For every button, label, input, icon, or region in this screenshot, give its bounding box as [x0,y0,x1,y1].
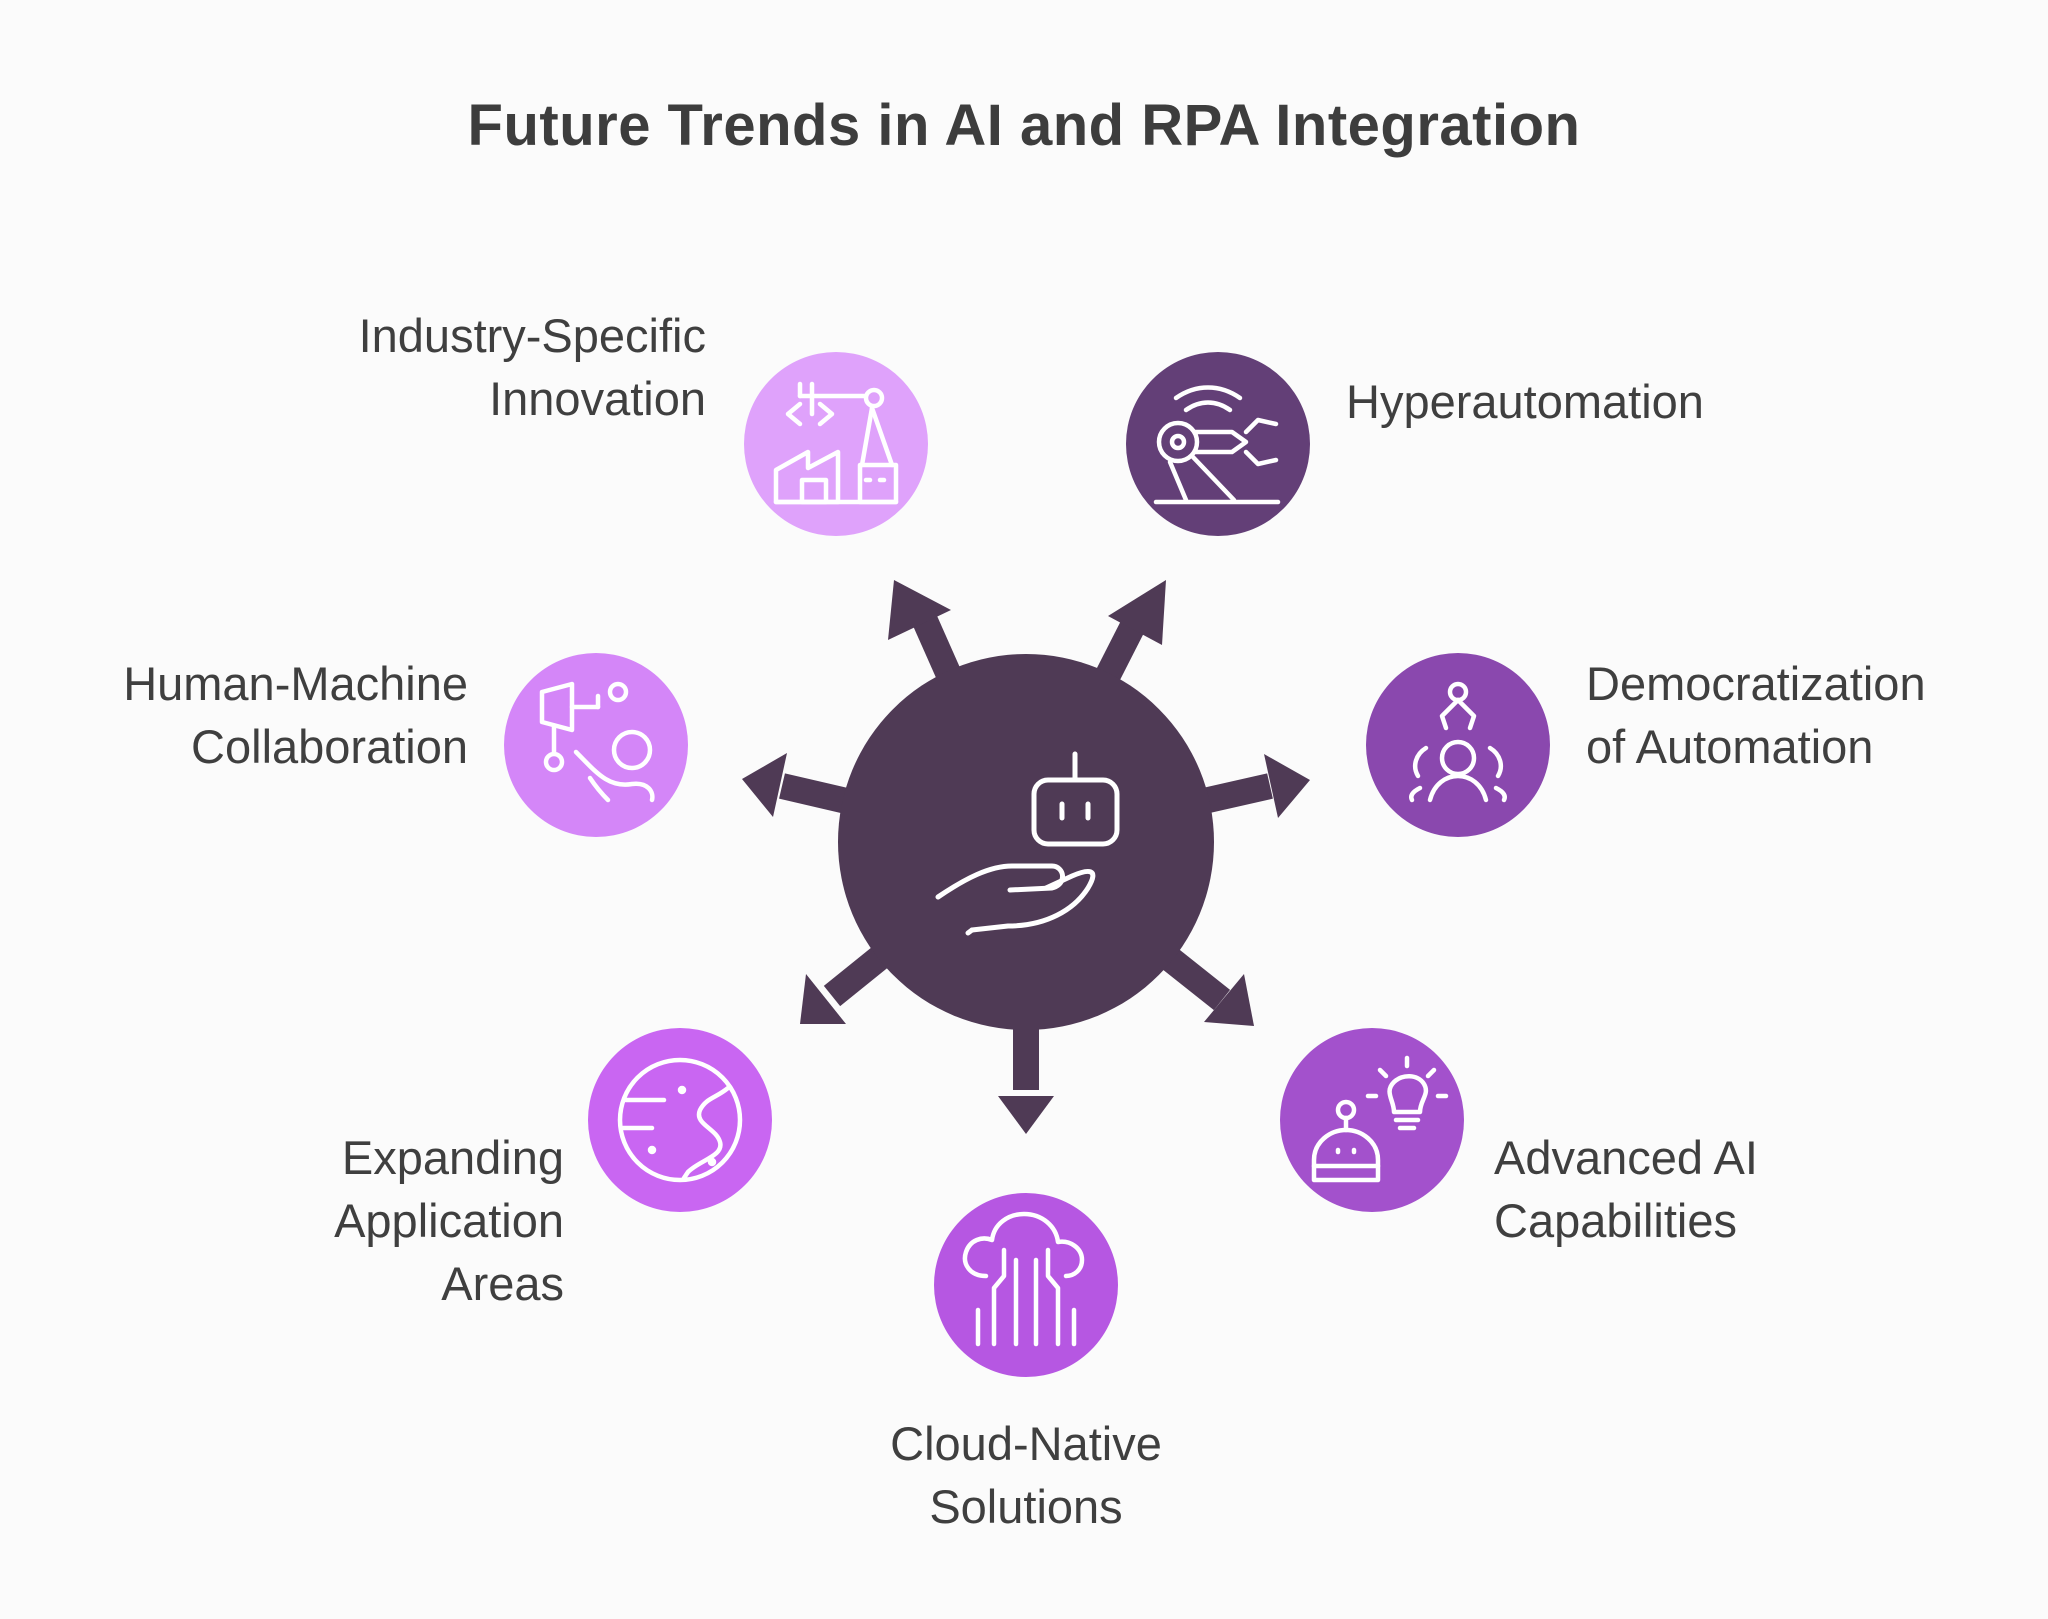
node-cloud-native [934,1193,1118,1377]
robot-in-hand-icon [935,751,1120,936]
label-cloud-native-line-2: Solutions [929,1480,1123,1533]
label-human-machine: Human-Machine Collaboration [60,652,468,778]
central-hub [838,654,1214,1030]
robotic-arm-icon [1153,385,1281,505]
node-democratization-circle [1366,653,1550,837]
globe-icon [617,1057,743,1183]
node-industry [744,352,928,536]
diagram-title: Future Trends in AI and RPA Integration [467,93,1581,158]
robot-lightbulb-icon [1311,1055,1449,1183]
node-human-machine [504,653,688,837]
node-hyperautomation-circle [1126,352,1310,536]
label-industry-line-1: Industry-Specific [358,309,706,362]
label-advanced-ai: Advanced AI Capabilities [1494,1126,1854,1252]
label-expanding-line-3: Areas [441,1257,564,1310]
node-advanced-ai-circle [1280,1028,1464,1212]
label-expanding-line-2: Application [334,1194,564,1247]
label-industry-line-2: Innovation [489,372,706,425]
node-cloud-native-circle [934,1193,1118,1377]
people-group-icon [1409,681,1507,803]
label-democratization-line-2: of Automation [1586,720,1874,773]
label-democratization-line-1: Democratization [1586,657,1926,710]
label-human-machine-line-2: Collaboration [191,720,468,773]
label-hyperautomation: Hyperautomation [1346,370,1726,433]
label-advanced-ai-line-1: Advanced AI [1494,1131,1758,1184]
label-advanced-ai-line-2: Capabilities [1494,1194,1737,1247]
node-advanced-ai [1280,1028,1464,1212]
hub-circle [838,654,1214,1030]
label-hyperautomation-line-1: Hyperautomation [1346,375,1704,428]
factory-robot-arm-icon [773,381,899,505]
label-expanding: Expanding Application Areas [200,1126,564,1315]
label-cloud-native-line-1: Cloud-Native [890,1417,1162,1470]
label-democratization: Democratization of Automation [1586,652,2006,778]
label-expanding-line-1: Expanding [341,1131,564,1184]
node-hyperautomation [1126,352,1310,536]
label-human-machine-line-1: Human-Machine [123,657,468,710]
human-robot-icon [539,681,655,803]
node-democratization [1366,653,1550,837]
label-industry: Industry-Specific Innovation [260,304,706,430]
node-human-machine-circle [504,653,688,837]
node-expanding [588,1028,772,1212]
node-industry-circle [744,352,928,536]
cloud-circuit-icon [962,1211,1085,1347]
node-expanding-circle [588,1028,772,1212]
label-cloud-native: Cloud-Native Solutions [826,1412,1226,1538]
